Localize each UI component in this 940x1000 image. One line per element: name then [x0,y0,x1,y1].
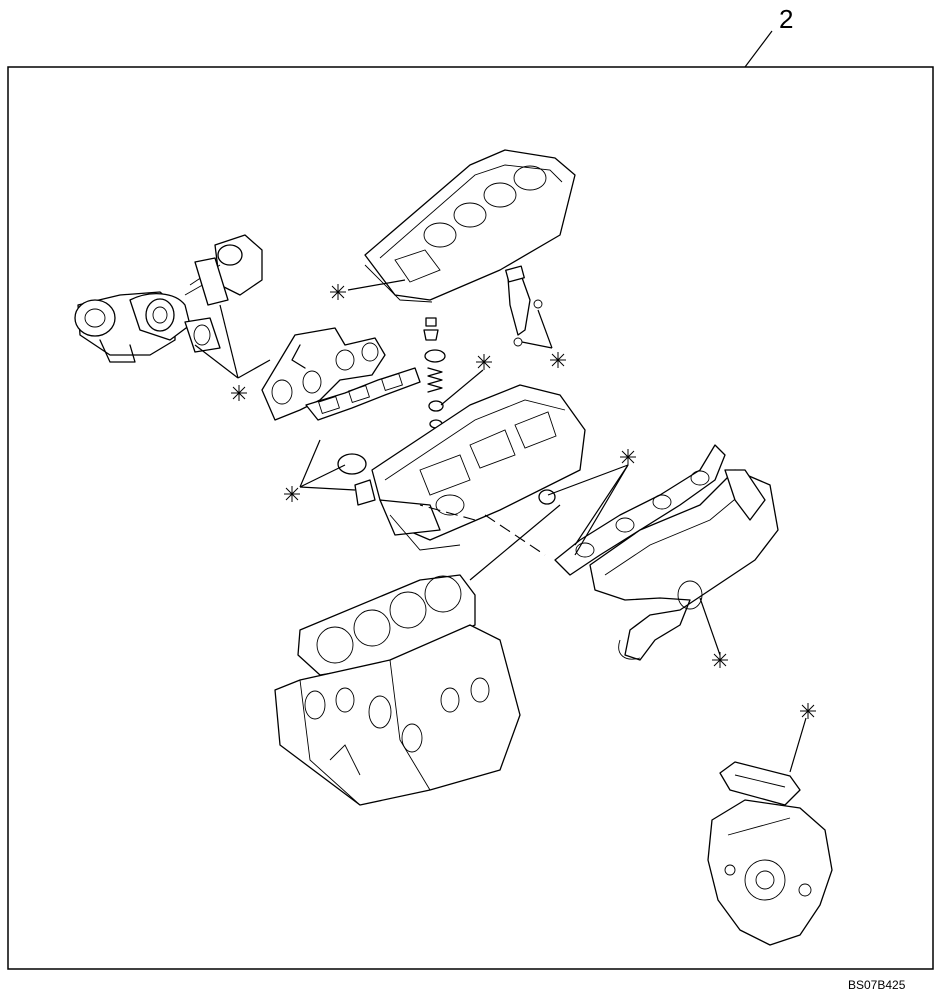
exhaust-manifold-gasket [305,367,421,421]
asterisk-marker [550,352,566,368]
gasket-markers [231,284,816,719]
asterisk-marker [800,703,816,719]
asterisk-marker [330,284,346,300]
asterisk-marker [476,354,492,370]
head-gasket [297,574,476,676]
asterisk-marker [284,486,300,502]
callout-leader [744,30,773,68]
intake-manifold [589,469,779,661]
cylinder-head [337,384,586,551]
assembly-callout-number: 2 [779,4,794,34]
exhaust-manifold [261,327,386,421]
leader-lines [194,279,807,773]
intake-manifold-gasket [554,444,726,576]
asterisk-marker [231,385,247,401]
cylinder-block [274,624,521,806]
diagram-frame [7,66,934,970]
fuel-injector [505,265,543,347]
asterisk-marker [620,449,636,465]
document-reference: BS07B425 [848,978,906,992]
timing-cover [707,799,833,946]
valve-spring-set [423,317,446,471]
asterisk-marker [712,652,728,668]
turbocharger-assembly [74,234,263,363]
timing-cover-gasket [719,761,801,806]
valve-cover-gasket [364,149,576,303]
